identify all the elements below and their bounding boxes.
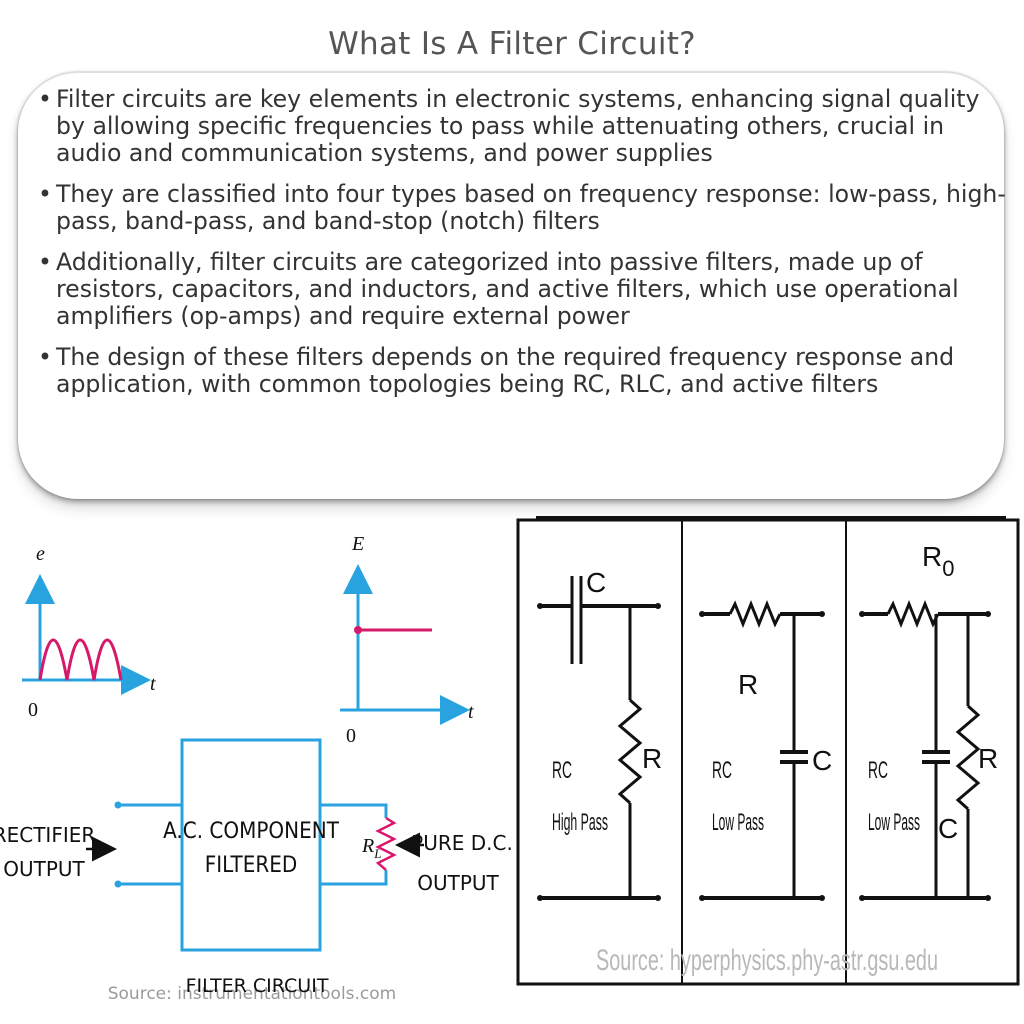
filter-type-line2: Low Pass bbox=[712, 809, 764, 836]
filter-box-line2: FILTERED bbox=[205, 851, 298, 877]
output-lead-bottom bbox=[320, 870, 388, 886]
terminal bbox=[537, 895, 543, 901]
resistor-symbol bbox=[617, 698, 643, 805]
panel-high-pass: C R RC High Pass bbox=[537, 567, 662, 901]
bullet-text: Additionally, filter circuits are catego… bbox=[56, 248, 959, 330]
resistor-label: R bbox=[978, 743, 998, 774]
terminal bbox=[655, 895, 661, 901]
rectifier-output-line2: OUTPUT bbox=[3, 857, 85, 881]
page-title: What Is A Filter Circuit? bbox=[328, 26, 696, 62]
filter-type-line1: RC bbox=[712, 757, 732, 784]
terminal bbox=[699, 895, 705, 901]
resistor-symbol bbox=[886, 599, 940, 629]
resistor-label: R bbox=[738, 669, 758, 700]
filter-circuit-caption: FILTER CIRCUIT bbox=[186, 975, 329, 997]
origin-label: 0 bbox=[28, 699, 38, 721]
input-waveform-graph: e t 0 bbox=[22, 543, 156, 721]
bullet-item: •The design of these filters depends on … bbox=[34, 344, 1009, 398]
terminal bbox=[859, 895, 865, 901]
terminal bbox=[655, 603, 661, 609]
output-dc-graph: E t 0 bbox=[340, 533, 474, 747]
resistor-label: R bbox=[642, 743, 662, 774]
filter-circuit-diagram: e t 0 E t 0 A.C. COMPONENT FILTERED RL R… bbox=[0, 533, 513, 1004]
panel-low-pass-loaded: R0 C R RC Low Pass bbox=[859, 541, 998, 901]
bullet-dot: • bbox=[38, 85, 52, 113]
rectifier-output-line1: RECTIFIER bbox=[0, 823, 95, 847]
bullet-card bbox=[18, 72, 1004, 499]
pure-dc-output-line1: PURE D.C. bbox=[411, 831, 513, 855]
output-lead-top bbox=[320, 803, 388, 818]
bullet-dot: • bbox=[38, 343, 52, 371]
bullet-text: Filter circuits are key elements in elec… bbox=[56, 85, 980, 167]
input-terminal bbox=[114, 801, 122, 809]
dc-level-dot bbox=[354, 626, 362, 634]
source-credit: Source: instrumentationtools.com bbox=[108, 984, 397, 1004]
y-axis-label: E bbox=[351, 533, 364, 555]
source-resistor-label: R0 bbox=[922, 541, 954, 581]
capacitor-label: C bbox=[938, 813, 958, 844]
terminal bbox=[819, 611, 825, 617]
input-terminal bbox=[114, 880, 122, 888]
y-axis-label: e bbox=[36, 543, 45, 565]
rc-filter-schematics: C R RC High Pass R C RC Low Pass bbox=[516, 516, 1020, 986]
x-axis-label: t bbox=[468, 701, 474, 723]
bullet-item: •They are classified into four types bas… bbox=[34, 181, 1009, 235]
terminal bbox=[819, 895, 825, 901]
terminal bbox=[985, 611, 991, 617]
terminal bbox=[859, 611, 865, 617]
resistor-symbol bbox=[728, 599, 782, 629]
source-credit: Source: hyperphysics.phy-astr.gsu.edu bbox=[596, 944, 938, 977]
x-axis-label: t bbox=[150, 673, 156, 695]
panel-low-pass: R C RC Low Pass bbox=[699, 599, 832, 901]
filter-box bbox=[180, 738, 322, 952]
bullet-dot: • bbox=[38, 180, 52, 208]
terminal bbox=[699, 611, 705, 617]
terminal bbox=[537, 603, 543, 609]
filter-type-line2: High Pass bbox=[552, 809, 608, 836]
filter-type-line2: Low Pass bbox=[868, 809, 920, 836]
bullet-item: •Additionally, filter circuits are categ… bbox=[34, 249, 1009, 330]
load-resistor-label: RL bbox=[361, 835, 381, 861]
capacitor-label: C bbox=[812, 745, 832, 776]
load-resistor-symbol bbox=[375, 816, 397, 871]
bullet-list: •Filter circuits are key elements in ele… bbox=[34, 86, 1009, 412]
terminal bbox=[985, 895, 991, 901]
pure-dc-output-line2: OUTPUT bbox=[417, 871, 499, 895]
capacitor-label: C bbox=[586, 567, 606, 598]
rectified-waveform bbox=[38, 638, 123, 681]
bullet-text: They are classified into four types base… bbox=[56, 180, 1006, 235]
load-resistor-symbol bbox=[955, 704, 981, 811]
origin-label: 0 bbox=[346, 725, 356, 747]
filter-box-line1: A.C. COMPONENT bbox=[163, 817, 339, 843]
bullet-item: •Filter circuits are key elements in ele… bbox=[34, 86, 1009, 167]
filter-type-line1: RC bbox=[868, 757, 888, 784]
bullet-text: The design of these filters depends on t… bbox=[56, 343, 955, 398]
bullet-dot: • bbox=[38, 248, 52, 276]
filter-type-line1: RC bbox=[552, 757, 572, 784]
